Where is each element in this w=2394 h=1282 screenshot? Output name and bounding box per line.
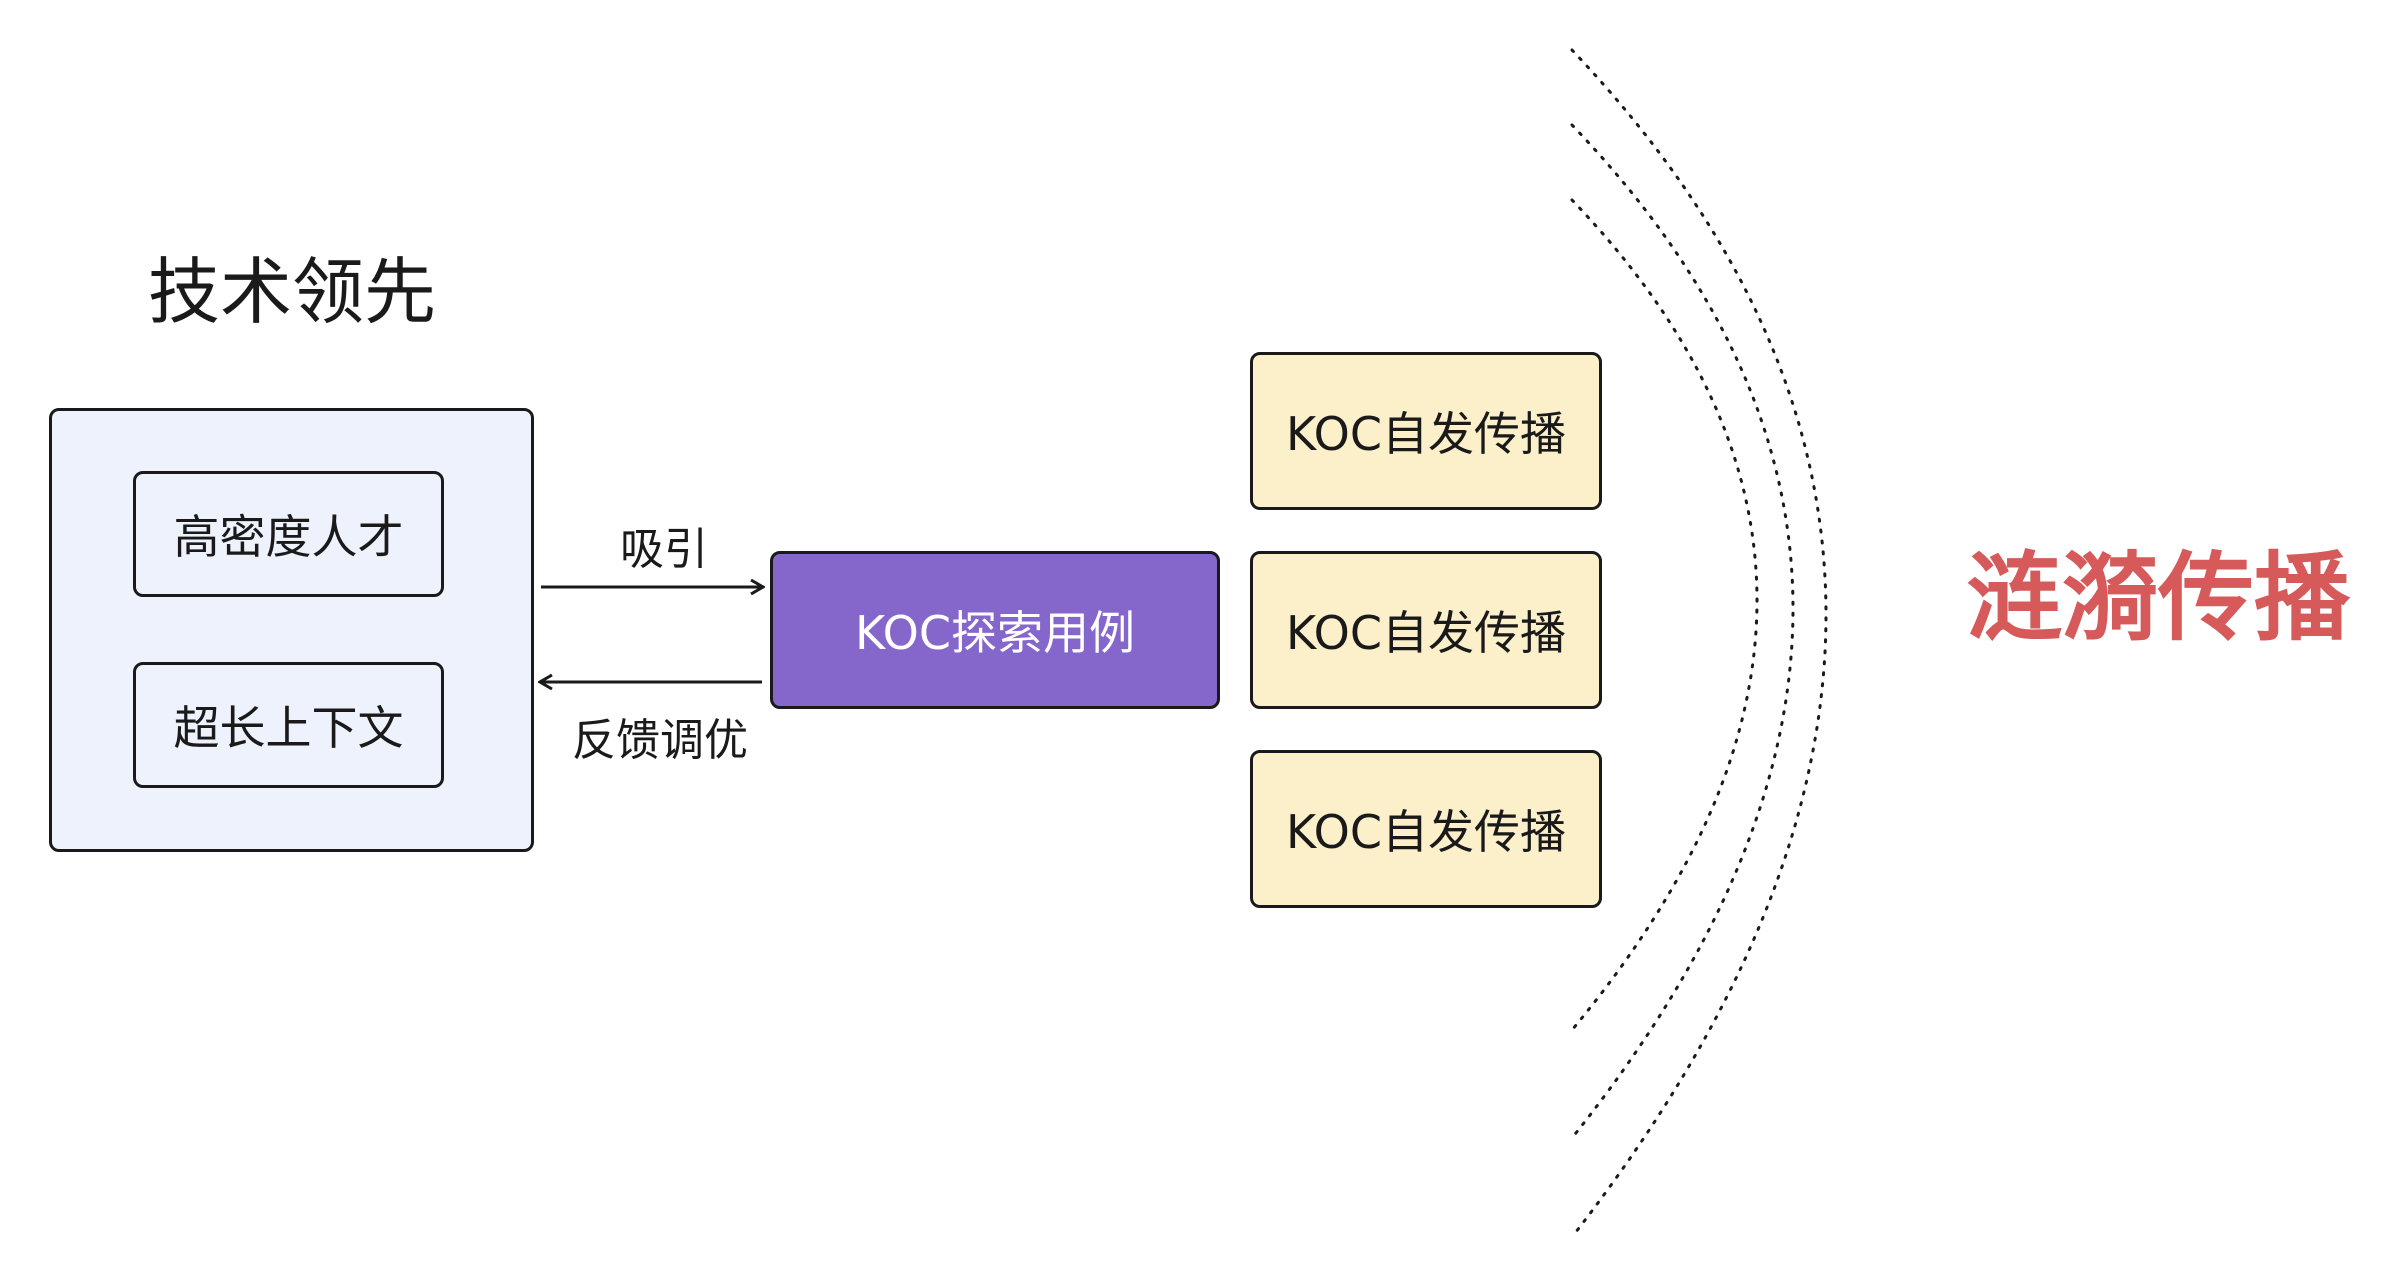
ripple-arc-middle xyxy=(1570,123,1795,1140)
ripple-spread-label: 涟漪传播 xyxy=(1966,542,2350,654)
koc-spread-node: KOC自发传播 xyxy=(1250,750,1602,908)
koc-spread-node: KOC自发传播 xyxy=(1250,551,1602,709)
talent-density-node: 高密度人才 xyxy=(133,471,444,597)
long-context-node: 超长上下文 xyxy=(133,662,444,788)
feedback-label: 反馈调优 xyxy=(572,715,748,766)
ripple-arc-outer xyxy=(1570,48,1828,1239)
tech-lead-title: 技术领先 xyxy=(148,250,437,334)
koc-spread-node: KOC自发传播 xyxy=(1250,352,1602,510)
attract-label: 吸引 xyxy=(620,524,708,575)
koc-usecase-node: KOC探索用例 xyxy=(770,551,1220,709)
ripple-arc-inner xyxy=(1570,198,1759,1032)
